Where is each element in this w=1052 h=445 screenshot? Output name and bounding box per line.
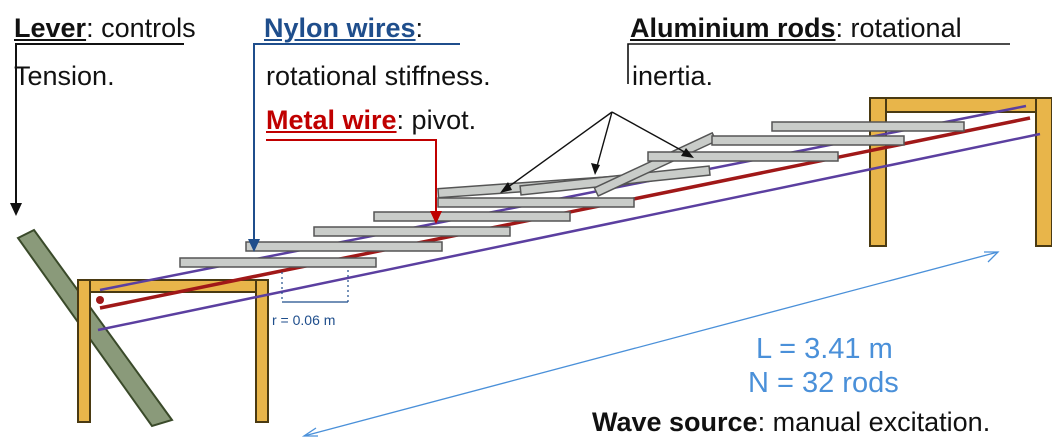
lever-arrow [15, 43, 184, 212]
rod [245, 241, 443, 252]
metal-arrow [266, 139, 437, 218]
pivot-bolt [96, 296, 104, 304]
lever-label: Lever: controls [14, 12, 196, 44]
rod [647, 151, 839, 162]
wave-source-label-title: Wave source [592, 407, 758, 437]
spacing-marker [281, 270, 349, 303]
rod [437, 197, 635, 208]
rod [313, 226, 511, 237]
nylon-label: Nylon wires: [264, 12, 423, 44]
aluminium-label-title: Aluminium rods [630, 13, 836, 43]
rod [771, 121, 965, 132]
nylon-label-title: Nylon wires [264, 13, 416, 43]
count-label: N = 32 rods [748, 367, 899, 399]
length-label: L = 3.41 m [756, 333, 893, 365]
nylon-label-rest: : [415, 13, 424, 43]
wave-source-label: Wave source: manual excitation. [592, 406, 990, 438]
rod [711, 135, 905, 146]
aluminium-leader [627, 43, 1010, 84]
aluminium-label-line2: inertia. [632, 61, 714, 91]
left-table [77, 279, 269, 423]
lever-label-rest: : controls [86, 13, 196, 43]
metal-label: Metal wire: pivot. [266, 104, 476, 136]
metal-label-rest: : pivot. [396, 105, 477, 135]
callout-arrows [10, 43, 1010, 252]
spacing-label: r = 0.06 m [272, 312, 336, 328]
metal-label-title: Metal wire [266, 105, 397, 135]
rod [179, 257, 377, 268]
lever-label-title: Lever [14, 13, 87, 43]
lever-label-line2: Tension. [14, 61, 115, 91]
nylon-arrow [253, 43, 460, 246]
rod [373, 211, 571, 222]
right-table [869, 97, 1052, 247]
nylon-label-line2: rotational stiffness. [266, 61, 491, 91]
aluminium-label-rest: : rotational [835, 13, 962, 43]
lever-icon [16, 228, 174, 428]
wave-source-label-rest: : manual excitation. [757, 407, 991, 437]
aluminium-rods [179, 121, 965, 268]
length-dimension [301, 251, 1000, 437]
aluminium-label: Aluminium rods: rotational [630, 12, 962, 44]
nylon-wire-front [97, 132, 1041, 332]
